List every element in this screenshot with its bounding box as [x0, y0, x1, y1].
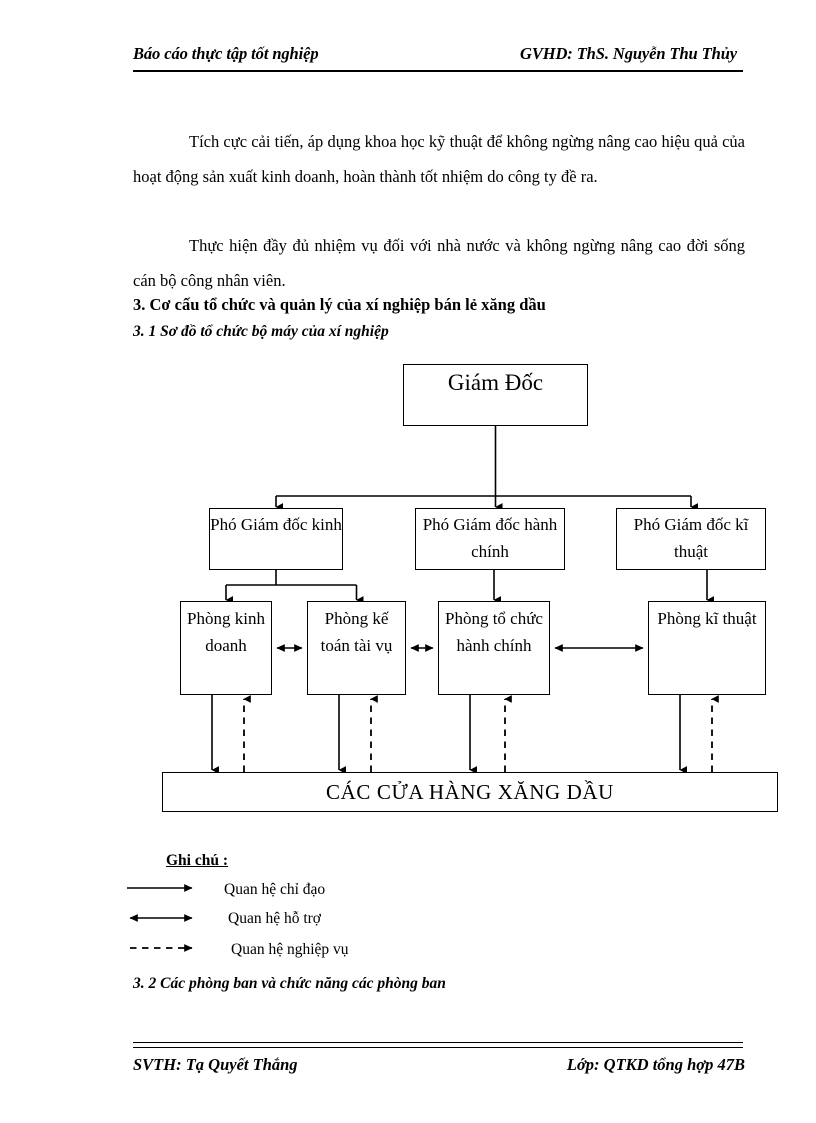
- header-right-text: GVHD: ThS. Nguyễn Thu Thủy: [520, 44, 737, 63]
- org-node-dept-admin-label: Phòng tổ chức hành chính: [445, 609, 543, 655]
- body-paragraph-2: Thực hiện đầy đủ nhiệm vụ đối với nhà nư…: [133, 236, 745, 290]
- document-header: Báo cáo thực tập tốt nghiệp GVHD: ThS. N…: [133, 44, 743, 70]
- org-node-dept-business-label: Phòng kinh doanh: [187, 609, 265, 655]
- org-node-dept-accounting-label: Phòng kế toán tài vụ: [320, 609, 393, 655]
- org-node-vp-tech-label: Phó Giám đốc kĩ thuật: [633, 515, 749, 561]
- section-heading-3-1: 3. 1 Sơ đồ tổ chức bộ máy của xí nghiệp: [133, 323, 389, 340]
- legend-title: Ghi chú :: [166, 852, 229, 869]
- footer-divider-rule-bottom: [133, 1047, 743, 1048]
- footer-right-text: Lớp: QTKD tổng hợp 47B: [566, 1055, 745, 1074]
- org-node-dept-admin: Phòng tổ chức hành chính: [438, 601, 550, 695]
- section-heading-3-2: 3. 2 Các phòng ban và chức năng các phòn…: [133, 975, 446, 992]
- org-node-director-label: Giám Đốc: [447, 370, 544, 395]
- section-heading-3: 3. Cơ cấu tổ chức và quản lý của xí nghi…: [133, 295, 546, 314]
- footer-divider-rule-top: [133, 1042, 743, 1043]
- org-node-stores: CÁC CỬA HÀNG XĂNG DẦU: [162, 772, 778, 812]
- legend-item-label-chi-dao: Quan hệ chỉ đạo: [224, 881, 326, 898]
- org-node-dept-accounting: Phòng kế toán tài vụ: [307, 601, 406, 695]
- org-node-stores-label: CÁC CỬA HÀNG XĂNG DẦU: [326, 779, 614, 804]
- org-node-dept-tech-label: Phòng kĩ thuật: [657, 609, 757, 628]
- header-left-text: Báo cáo thực tập tốt nghiệp: [133, 44, 319, 63]
- org-node-director: Giám Đốc: [403, 364, 588, 426]
- org-node-vp-admin: Phó Giám đốc hành chính: [415, 508, 565, 570]
- body-paragraph-1: Tích cực cải tiến, áp dụng khoa học kỹ t…: [133, 132, 745, 186]
- org-node-vp-admin-label: Phó Giám đốc hành chính: [422, 515, 558, 561]
- footer-left-text: SVTH: Tạ Quyết Thắng: [133, 1055, 298, 1074]
- org-node-vp-business: Phó Giám đốc kinh: [209, 508, 343, 570]
- org-node-vp-tech: Phó Giám đốc kĩ thuật: [616, 508, 766, 570]
- org-node-dept-tech: Phòng kĩ thuật: [648, 601, 766, 695]
- legend-item-label-nghiep-vu: Quan hệ nghiệp vụ: [231, 941, 349, 958]
- org-node-dept-business: Phòng kinh doanh: [180, 601, 272, 695]
- legend-item-label-ho-tro: Quan hệ hỗ trợ: [228, 910, 321, 927]
- org-node-vp-business-label: Phó Giám đốc kinh: [210, 515, 342, 534]
- header-divider-rule: [133, 70, 743, 72]
- document-footer: SVTH: Tạ Quyết Thắng Lớp: QTKD tổng hợp …: [133, 1055, 745, 1075]
